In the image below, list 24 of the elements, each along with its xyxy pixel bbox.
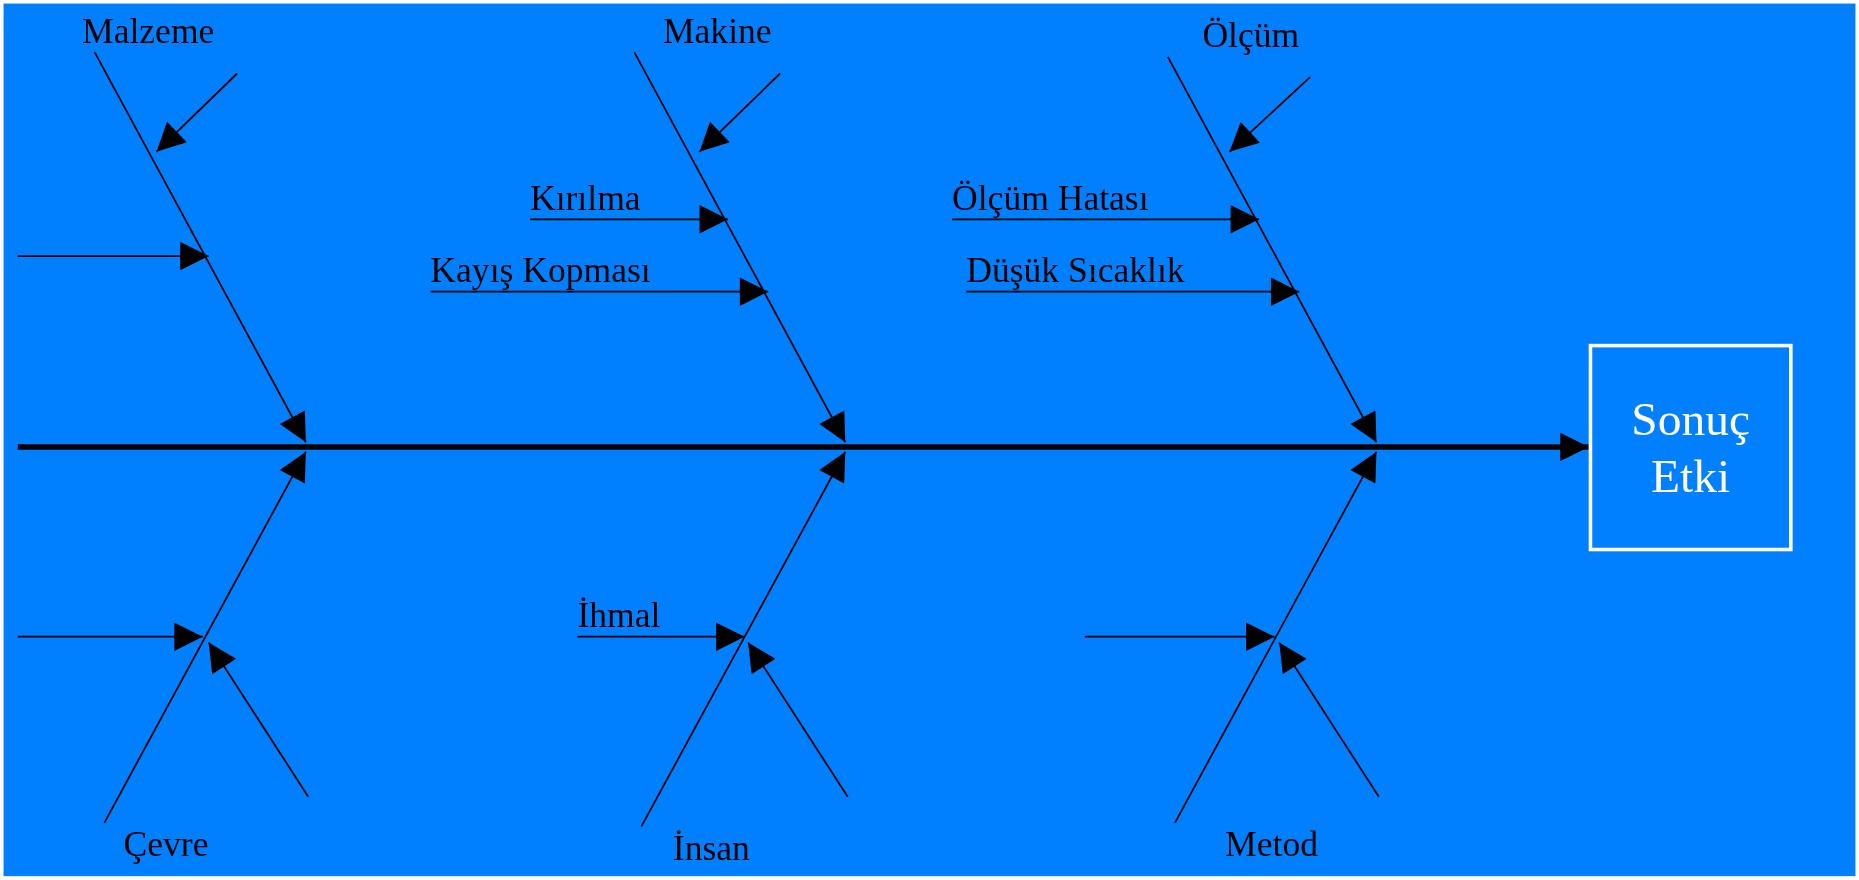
cause-label: Kırılma: [529, 176, 641, 220]
category-label: Malzeme: [53, 9, 244, 53]
bone-arrow: [576, 622, 746, 651]
bone-arrow: [103, 450, 307, 824]
category-label: Ölçüm: [1155, 14, 1346, 57]
cause-label: Kayış Kopması: [430, 248, 651, 292]
bone-arrow: [429, 277, 770, 306]
spine-arrow: [17, 432, 1589, 462]
bone-arrow: [93, 51, 307, 444]
cause-label: İhmal: [577, 594, 661, 637]
bone-arrow: [1174, 450, 1378, 824]
bone-arrow: [951, 205, 1260, 234]
category-label: İnsan: [622, 826, 801, 870]
bone-arrow: [1166, 56, 1378, 444]
cause-label: Düşük Sıcaklık: [966, 248, 1185, 292]
bone-arrow: [529, 205, 729, 234]
category-label: Çevre: [83, 822, 249, 866]
bone-arrow: [633, 51, 847, 444]
cause-label: Ölçüm Hatası: [952, 176, 1149, 220]
effect-box: Sonuç Etki: [1588, 343, 1793, 552]
bone-arrow: [965, 277, 1301, 306]
category-label: Metod: [1167, 822, 1376, 866]
bone-arrow: [640, 450, 847, 828]
category-label: Makine: [628, 9, 807, 53]
